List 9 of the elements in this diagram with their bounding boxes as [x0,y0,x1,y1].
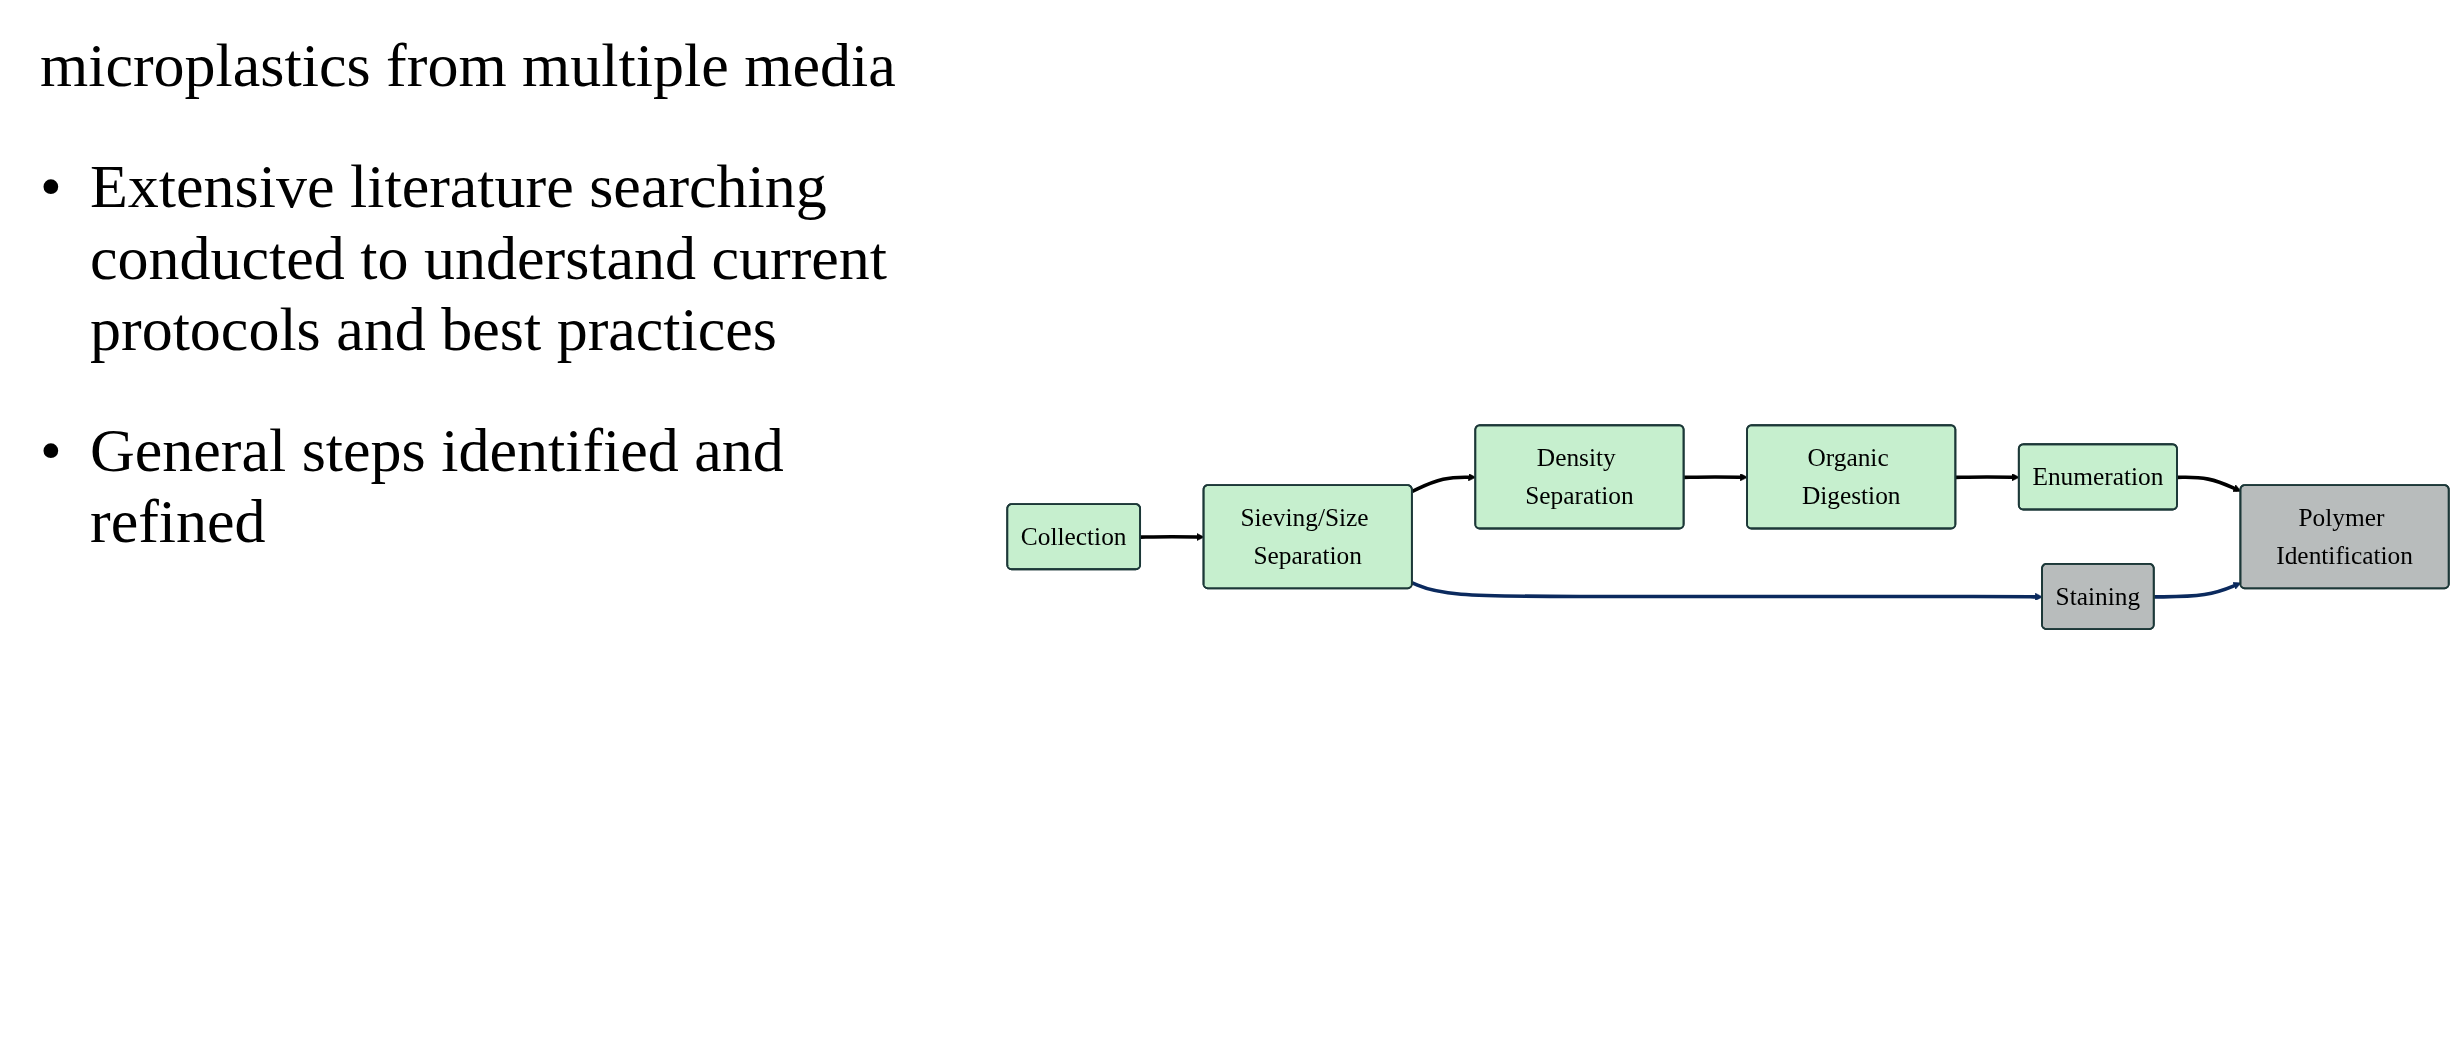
arrow [2177,475,2242,492]
arrow [2154,581,2242,599]
bullet-marker: • [40,415,63,487]
bullet-marker: • [40,151,63,223]
bullet-text: General steps identified and refined [90,415,785,558]
arrow [1411,581,2043,601]
bullet-text: Extensive literature searching conducted to understand current protocols and best practices [90,151,889,365]
body-text: microplastics from multiple media [40,30,897,101]
arrow [1684,473,1748,482]
